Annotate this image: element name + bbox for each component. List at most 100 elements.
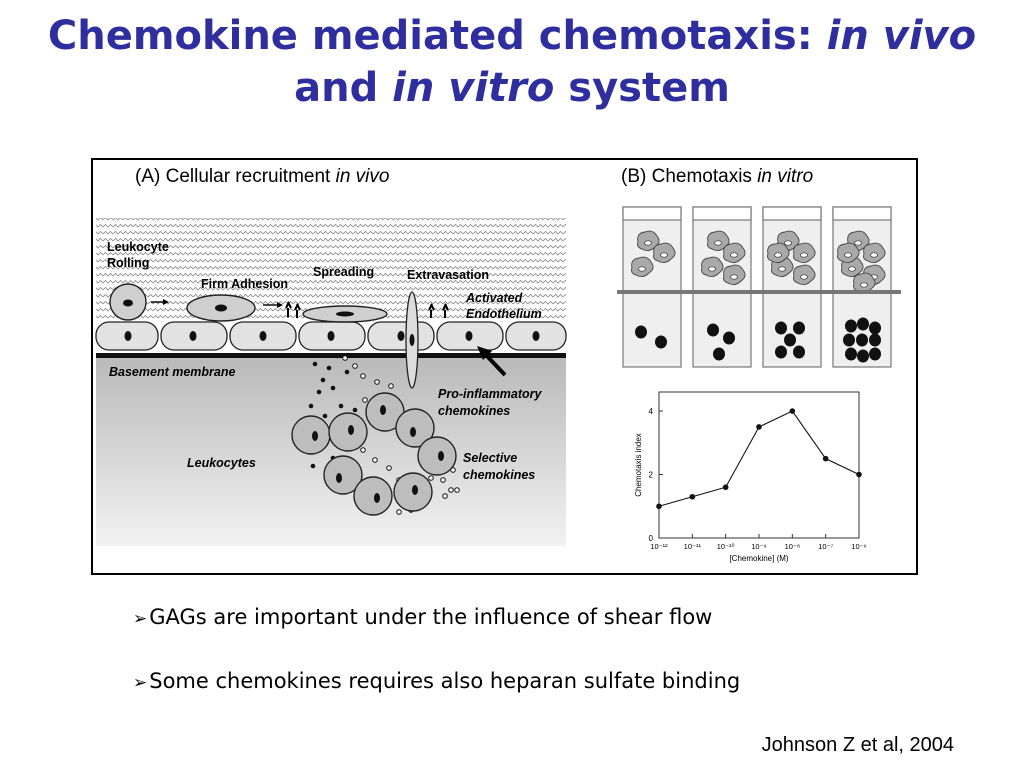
transwell-chambers bbox=[622, 206, 892, 368]
x-tick-label: 10⁻⁶ bbox=[851, 542, 866, 551]
leukocyte-cluster bbox=[291, 392, 457, 516]
data-point bbox=[689, 493, 696, 500]
bullet-list: ➢GAGs are important under the influence … bbox=[133, 602, 933, 730]
well-rim bbox=[622, 206, 682, 221]
cell-nucleus bbox=[774, 252, 782, 258]
chemokine-dot bbox=[635, 325, 647, 339]
basement-membrane-line bbox=[96, 353, 566, 358]
label-pro-inflammatory: Pro-inflammatory bbox=[438, 387, 543, 401]
label-spreading: Spreading bbox=[313, 265, 374, 279]
arrow-head bbox=[163, 299, 169, 305]
cell-nucleus bbox=[870, 252, 878, 258]
chemokine-dot bbox=[845, 347, 857, 361]
pro-inflammatory-arrow bbox=[484, 353, 507, 377]
y-tick-label: 0 bbox=[649, 534, 654, 543]
chemokine-dot bbox=[869, 321, 881, 335]
label-extravasation: Extravasation bbox=[407, 268, 489, 282]
chemokine-dot bbox=[775, 321, 787, 335]
cell-nucleus bbox=[854, 240, 862, 246]
chemokine-dot bbox=[856, 333, 868, 347]
y-axis-label: Chemotaxis index bbox=[634, 433, 643, 497]
extravasating-cell bbox=[405, 291, 419, 389]
spreading-cell bbox=[302, 305, 388, 323]
chemokine-dot bbox=[843, 333, 855, 347]
figure-panel: (A) Cellular recruitment in vivo bbox=[91, 158, 918, 575]
rolling-leukocyte bbox=[109, 283, 147, 321]
figure-svg: (A) Cellular recruitment in vivo bbox=[95, 166, 901, 563]
chemokine-dot bbox=[655, 335, 667, 349]
well bbox=[692, 206, 752, 368]
well-rim bbox=[832, 206, 892, 221]
cell-nucleus bbox=[800, 252, 808, 258]
well-rim bbox=[692, 206, 752, 221]
chemokine-dot bbox=[707, 323, 719, 337]
x-tick-label: 10⁻¹⁰ bbox=[717, 542, 735, 551]
citation: Johnson Z et al, 2004 bbox=[761, 734, 954, 756]
chemotaxis-chart: 0 2 4 10⁻¹² 10⁻¹¹ 10⁻¹⁰ 10⁻⁹ 10⁻⁸ 10⁻⁷ 10⁻⁶ [Chemo… bbox=[634, 391, 867, 563]
chart-frame bbox=[658, 391, 860, 539]
chemokine-dot bbox=[713, 347, 725, 361]
label-leukocyte: Leukocyte bbox=[107, 240, 169, 254]
adhesion-molecules bbox=[285, 301, 449, 318]
label-endothelium: Endothelium bbox=[466, 307, 542, 321]
transwell-membrane bbox=[617, 290, 901, 294]
well-rim bbox=[762, 206, 822, 221]
cell-nucleus bbox=[848, 266, 856, 272]
x-tick-label: 10⁻⁹ bbox=[751, 542, 767, 551]
well bbox=[622, 206, 682, 368]
cell-nucleus bbox=[844, 252, 852, 258]
title-line-1: Chemokine mediated chemotaxis: in vivo bbox=[47, 13, 977, 59]
data-point bbox=[822, 455, 829, 462]
chemokine-dot bbox=[869, 347, 881, 361]
x-tick-label: 10⁻⁷ bbox=[818, 542, 833, 551]
x-tick-label: 10⁻¹¹ bbox=[684, 542, 702, 551]
chemokine-dot bbox=[775, 345, 787, 359]
firm-adhesion-cell bbox=[186, 294, 256, 322]
label-chemokines-1: chemokines bbox=[438, 404, 510, 418]
data-point bbox=[756, 424, 762, 430]
label-leukocytes: Leukocytes bbox=[187, 456, 256, 470]
endothelium-nuclei bbox=[124, 331, 540, 341]
cell-nucleus bbox=[860, 282, 868, 288]
cell-nucleus bbox=[644, 240, 652, 246]
cell-nucleus bbox=[730, 252, 738, 258]
label-rolling: Rolling bbox=[107, 256, 149, 270]
chemokine-dot bbox=[845, 319, 857, 333]
x-tick-label: 10⁻¹² bbox=[650, 542, 668, 551]
cell-nucleus bbox=[778, 266, 786, 272]
bullet-arrow-icon: ➢ bbox=[133, 673, 148, 693]
cell-nucleus bbox=[708, 266, 716, 272]
label-chemokines-2: chemokines bbox=[463, 468, 535, 482]
cell-nucleus bbox=[800, 274, 808, 280]
cell-nucleus bbox=[714, 240, 722, 246]
panel-a-heading: (A) Cellular recruitment in vivo bbox=[135, 166, 389, 187]
x-axis-label: [Chemokine] (M) bbox=[729, 554, 788, 563]
slide-title: Chemokine mediated chemotaxis: in vivo a… bbox=[0, 10, 1024, 114]
label-firm-adhesion: Firm Adhesion bbox=[201, 277, 288, 291]
leukocyte-nuclei bbox=[312, 405, 444, 503]
data-point bbox=[856, 471, 862, 478]
cell-nucleus bbox=[730, 274, 738, 280]
chemokine-dot bbox=[793, 345, 805, 359]
chemokine-dot bbox=[784, 333, 796, 347]
data-point bbox=[722, 484, 729, 491]
chemokine-dot bbox=[793, 321, 805, 335]
chemokine-dot bbox=[857, 317, 869, 331]
y-tick-label: 4 bbox=[649, 407, 654, 416]
blood-flow-region bbox=[96, 218, 566, 320]
y-tick-label: 2 bbox=[649, 471, 654, 480]
cell-nucleus bbox=[638, 266, 646, 272]
label-selective: Selective bbox=[463, 451, 517, 465]
data-point bbox=[656, 503, 662, 510]
title-line-2: and in vitro system bbox=[294, 65, 730, 111]
arrow-head bbox=[277, 302, 283, 308]
label-basement-membrane: Basement membrane bbox=[109, 365, 235, 379]
x-tick-label: 10⁻⁸ bbox=[785, 542, 800, 551]
data-point bbox=[789, 408, 796, 414]
bullet-item-heparan: ➢Some chemokines requires also heparan s… bbox=[133, 669, 741, 693]
cell-nucleus bbox=[784, 240, 792, 246]
bullet-item-gags: ➢GAGs are important under the influence … bbox=[133, 605, 713, 629]
chemokine-dot bbox=[723, 331, 735, 345]
chemokine-dot bbox=[857, 349, 869, 363]
label-activated: Activated bbox=[465, 291, 523, 305]
